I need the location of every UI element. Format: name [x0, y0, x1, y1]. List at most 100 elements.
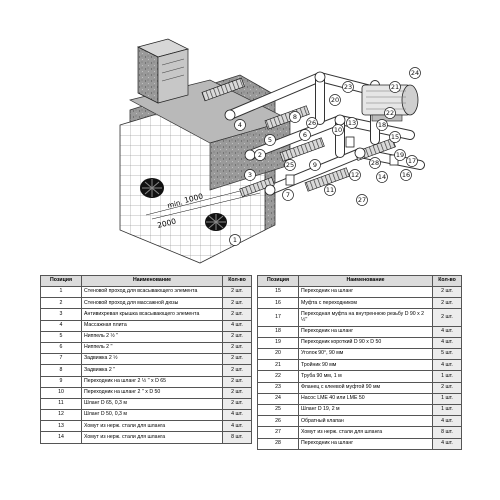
row-position: 19: [257, 336, 299, 350]
svg-text:25: 25: [286, 161, 294, 169]
row-position: 7: [40, 353, 82, 366]
row-quantity: 1 шт.: [432, 403, 462, 417]
row-name: Переходник на шланг: [298, 285, 433, 299]
row-quantity: 4 шт.: [222, 420, 252, 433]
row-name: Стеновой проход для массажной дюзы: [81, 297, 223, 310]
corrugated-hoses: [201, 77, 396, 197]
row-name: Труба 90 мм, 1 м: [298, 370, 433, 383]
row-name: Хомут из нерж. стали для шланга: [298, 426, 433, 439]
callout-24: 24: [409, 67, 421, 79]
row-quantity: 2 шт.: [222, 341, 252, 355]
callout-15: 15: [389, 131, 401, 143]
callout-16: 16: [400, 169, 412, 181]
suction-grille-2: [205, 213, 227, 231]
callout-7: 7: [282, 189, 294, 201]
row-quantity: 4 шт.: [432, 325, 462, 338]
header-name: Наименование: [81, 275, 223, 287]
callout-26: 26: [306, 117, 318, 129]
table-header-row: Позиция Наименование Кол-во: [257, 275, 462, 287]
header-position: Позиция: [40, 275, 82, 287]
row-quantity: 2 шт.: [222, 375, 252, 388]
row-name: Переходник на шланг 2 ½ '' x D 65: [81, 375, 223, 388]
svg-text:8: 8: [293, 113, 297, 121]
callout-11: 11: [324, 184, 336, 196]
callout-28: 28: [369, 157, 381, 169]
svg-text:16: 16: [402, 171, 410, 179]
row-name: Обратный клапан: [298, 415, 433, 428]
row-position: 15: [257, 285, 299, 299]
row-quantity: 1 шт.: [432, 370, 462, 383]
row-position: 1: [40, 285, 82, 299]
callout-20: 20: [329, 94, 341, 106]
row-quantity: 4 шт.: [432, 336, 462, 350]
row-position: 14: [40, 431, 82, 444]
svg-text:9: 9: [313, 161, 317, 169]
fittings: [224, 71, 399, 196]
svg-text:3: 3: [248, 171, 252, 179]
row-quantity: 2 шт.: [432, 308, 462, 327]
row-name: Переходник короткий D 90 x D 50: [298, 336, 433, 350]
row-position: 21: [257, 359, 299, 372]
row-quantity: 2 шт.: [222, 285, 252, 299]
header-name: Наименование: [298, 275, 433, 287]
row-position: 17: [257, 308, 299, 327]
row-name: Уголок 90°, 90 мм: [298, 348, 433, 361]
row-position: 10: [40, 386, 82, 399]
callout-2: 2: [254, 149, 266, 161]
row-quantity: 2 шт.: [222, 353, 252, 366]
callout-6: 6: [299, 129, 311, 141]
header-quantity: Кол-во: [432, 275, 462, 287]
row-position: 5: [40, 330, 82, 343]
row-position: 13: [40, 420, 82, 433]
row-quantity: 2 шт.: [222, 397, 252, 411]
callout-5: 5: [264, 134, 276, 146]
callout-19: 19: [394, 149, 406, 161]
row-name: Тройник 90 мм: [298, 359, 433, 372]
callout-18: 18: [376, 119, 388, 131]
row-name: Ниппель 2 ½ '': [81, 330, 223, 343]
row-position: 8: [40, 364, 82, 377]
row-position: 2: [40, 297, 82, 310]
row-name: Фланец с клеевой муфтой 90 мм: [298, 381, 433, 394]
row-name: Муфта с переходником: [298, 297, 433, 310]
row-quantity: 8 шт.: [222, 431, 252, 444]
svg-text:20: 20: [331, 96, 339, 104]
svg-text:26: 26: [308, 119, 316, 127]
row-quantity: 2 шт.: [222, 308, 252, 321]
callout-17: 17: [406, 155, 418, 167]
row-quantity: 4 шт.: [432, 359, 462, 372]
svg-text:2: 2: [258, 151, 262, 159]
svg-text:15: 15: [391, 133, 399, 141]
row-name: Переходник на шланг 2 '' x D 50: [81, 386, 223, 399]
row-name: Переходник на шланг: [298, 437, 433, 450]
callout-12: 12: [349, 169, 361, 181]
svg-text:17: 17: [408, 157, 416, 165]
callout-22: 22: [384, 107, 396, 119]
callout-13: 13: [346, 117, 358, 129]
svg-text:28: 28: [371, 159, 379, 167]
svg-text:18: 18: [378, 121, 386, 129]
row-name: Переходник на шланг: [298, 325, 433, 338]
callout-25: 25: [284, 159, 296, 171]
svg-text:19: 19: [396, 151, 404, 159]
callout-9: 9: [309, 159, 321, 171]
row-position: 16: [257, 297, 299, 310]
row-name: Стеновой проход для всасывающего элемент…: [81, 285, 223, 299]
